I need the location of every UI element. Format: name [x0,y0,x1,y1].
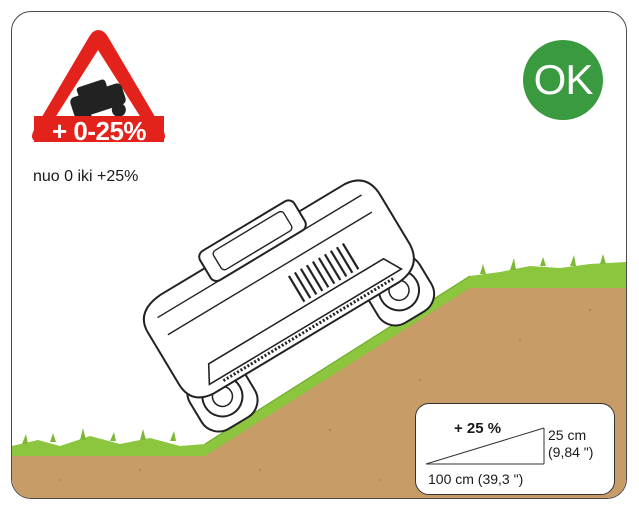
ok-badge: OK [523,40,603,120]
warning-sign [32,30,165,142]
slope-range-text: nuo 0 iki +25% [33,168,139,185]
grade-triangle [425,427,545,465]
warning-sign-label: + 0-25% [51,116,147,146]
mower-grille [287,242,360,303]
grass-strip [12,262,626,456]
mower-body [142,179,415,399]
grade-rise-cm: 25 cm [548,427,587,443]
grade-percent: + 25 % [454,420,502,437]
grade-rise-inch: (9,84 ") [548,444,594,460]
grade-run: 100 cm (39,3 ") [428,471,524,487]
robot-mower [142,179,436,433]
grade-rise: 25 cm (9,84 ") [548,427,593,461]
grade-info-box: + 25 % 25 cm (9,84 ") 100 cm (39,3 ") [415,403,615,495]
